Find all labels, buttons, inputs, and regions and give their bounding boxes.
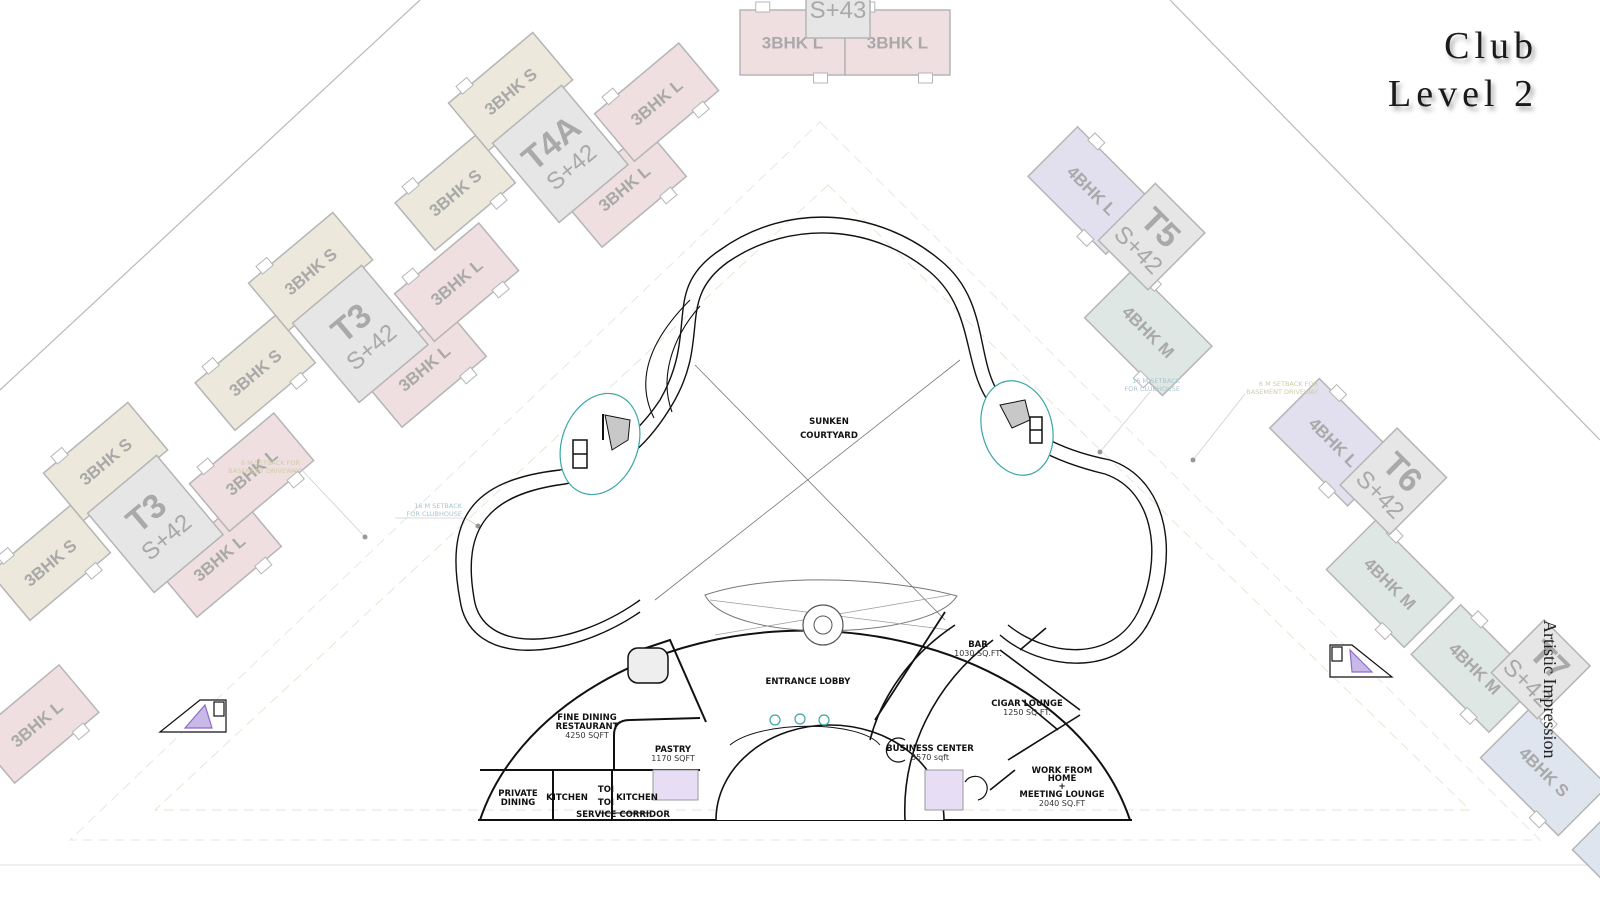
core-t6: T6S+42 (1339, 427, 1448, 536)
setback-callout-left-clubhouse: 16 M SETBACK FOR CLUBHOUSE (395, 502, 481, 529)
unit-t7-2: 4BHK S (1571, 799, 1600, 900)
setback-callout-left-driveway: 6 M SETBACK FOR BASEMENT DRIVEWAY (228, 459, 368, 540)
room-cigar-lounge: CIGAR LOUNGE (991, 699, 1063, 709)
setback-clubhouse-label-r2: FOR CLUBHOUSE (1125, 385, 1181, 393)
clubhouse-building (478, 579, 1132, 821)
page-title: Club Level 2 (1388, 22, 1538, 118)
room-service-corridor: SERVICE CORRIDOR (576, 810, 670, 820)
unit-t4a-1: 3BHK S (394, 134, 517, 252)
room-private-dining-1: PRIVATE (498, 789, 538, 799)
room-bar-area: 1030 SQ.FT. (954, 649, 1002, 658)
core-t3a: T3S+42 (291, 264, 430, 404)
tower-edge-left: 3BHK L (0, 663, 100, 785)
unit-t3a-1: 3BHK S (194, 314, 317, 432)
room-fine-dining-area: 4250 SQFT (565, 731, 609, 740)
room-wfh-4: MEETING LOUNGE (1019, 790, 1104, 800)
setback-driveway-label-2: BASEMENT DRIVEWAY (228, 467, 300, 475)
setback-callout-right-clubhouse: 16 M SETBACK FOR CLUBHOUSE (1097, 377, 1181, 455)
room-wfh-1: WORK FROM (1032, 766, 1093, 776)
sunken-courtyard-walkway (455, 216, 1167, 664)
room-toilet-2: TOI (598, 798, 614, 808)
courtyard-diagonals (654, 359, 961, 621)
stair-core-left (559, 392, 641, 496)
unit-t6-3: 4BHK M (1410, 603, 1540, 734)
stair-pavilion-left (158, 699, 227, 733)
unit-t5-2: 4BHK M (1083, 267, 1213, 397)
room-business-center-area: 3570 sqft (911, 753, 949, 762)
room-pastry: PASTRY (655, 745, 692, 755)
setback-driveway-label-1: 6 M SETBACK FOR (241, 459, 301, 467)
room-toilet-1: TOI (598, 785, 614, 795)
setback-clubhouse-label-1: 16 M SETBACK (414, 502, 463, 510)
courtyard-label-1: SUNKEN (809, 417, 849, 427)
room-fine-dining-1: FINE DINING (557, 713, 616, 723)
setback-clubhouse-label-2: FOR CLUBHOUSE (407, 510, 463, 518)
room-pastry-area: 1170 SQFT (651, 754, 695, 763)
room-cigar-lounge-area: 1250 SQ.FT. (1003, 708, 1051, 717)
core-t5: T5S+42 (1097, 182, 1206, 291)
unit-t6-2: 4BHK M (1325, 518, 1455, 649)
unit-t3b-1: 3BHK S (0, 504, 112, 622)
room-entrance-lobby: ENTRANCE LOBBY (766, 677, 852, 687)
unit-t7-1: 4BHK S (1479, 707, 1600, 837)
room-kitchen-small: KITCHEN (616, 793, 658, 803)
room-labels: ENTRANCE LOBBY FINE DINING RESTAURANT 42… (498, 640, 1105, 820)
room-wfh-2: HOME (1048, 774, 1077, 784)
unit-t4a-4: 3BHK L (593, 42, 720, 163)
artistic-impression-note: Artistic Impression (1540, 620, 1560, 759)
room-fine-dining-2: RESTAURANT (556, 722, 619, 732)
title-line-2: Level 2 (1387, 73, 1538, 115)
stair-core-right (980, 380, 1054, 476)
setback-driveway-label-r1: 6 M SETBACK FOR (1259, 380, 1319, 388)
tower-floors: S+43 (810, 0, 867, 24)
courtyard-label-2: COURTYARD (800, 431, 858, 441)
unit-label: 3BHK L (867, 34, 928, 53)
unit-t3a-4: 3BHK L (393, 222, 520, 343)
unit-edge-1: 3BHK L (0, 663, 100, 785)
room-wfh-3: + (1058, 782, 1065, 792)
room-wfh-area: 2040 SQ.FT (1039, 799, 1085, 808)
setback-callout-right-driveway: 6 M SETBACK FOR BASEMENT DRIVEWAY (1190, 380, 1319, 463)
room-kitchen: KITCHEN (546, 793, 588, 803)
setback-driveway-label-r2: BASEMENT DRIVEWAY (1246, 388, 1318, 396)
room-bar: BAR (968, 640, 988, 650)
site-boundary (0, 0, 1600, 866)
room-private-dining-2: DINING (501, 798, 536, 808)
core-t3b: T3S+42 (86, 454, 225, 594)
unit-t3b-4: 3BHK L (188, 412, 315, 533)
stair-pavilion-right (1329, 644, 1394, 678)
core-t7: T7S+42 (1490, 618, 1592, 720)
room-business-center: BUSINESS CENTER (886, 744, 974, 754)
setback-clubhouse-label-r1: 16 M SETBACK (1132, 377, 1181, 385)
title-line-1: Club (1444, 25, 1538, 67)
